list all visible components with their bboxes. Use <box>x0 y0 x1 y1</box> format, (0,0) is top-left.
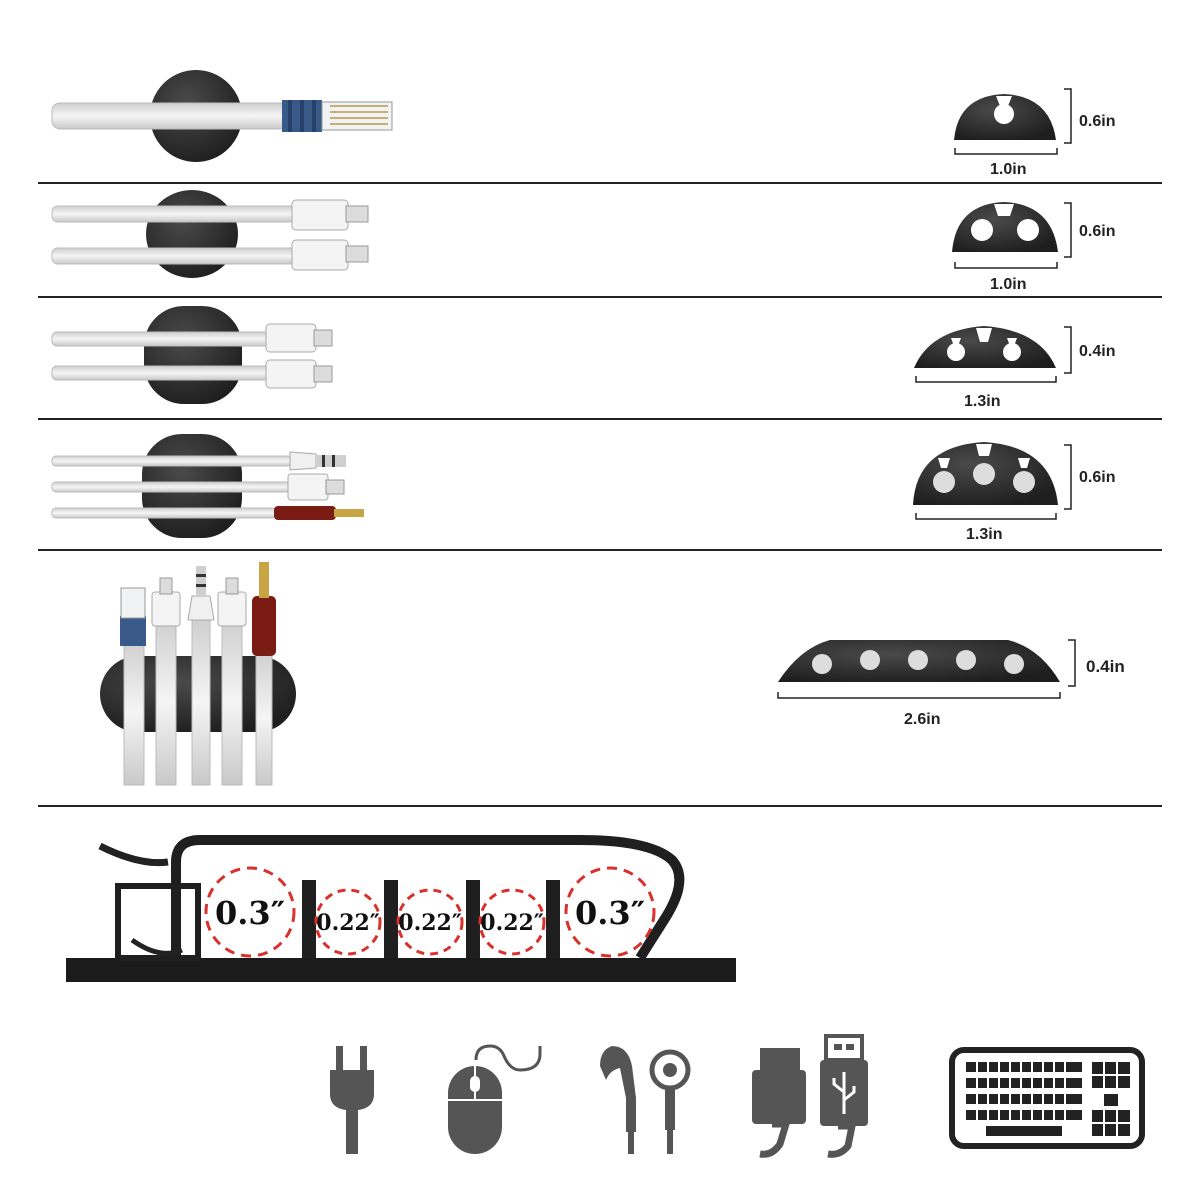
row-3-clip-photo <box>51 306 333 404</box>
row-2-height-label: 0.6in <box>1079 223 1115 240</box>
row-1-clip-diagram: 0.6in 1.0in <box>954 88 1115 178</box>
row-5-height-label: 0.4in <box>1086 657 1125 676</box>
row-3-width-label: 1.3in <box>964 393 1000 410</box>
earphone-icon <box>600 1046 691 1154</box>
row-3-clip-diagram: 0.4in 1.3in <box>914 326 1115 410</box>
row-5-width-label: 2.6in <box>904 711 940 728</box>
usb-icon <box>752 1034 868 1158</box>
row-2-clip-photo <box>51 190 369 278</box>
keyboard-icon <box>949 1047 1145 1149</box>
mouse-icon <box>448 1044 542 1154</box>
row-4-width-label: 1.3in <box>966 526 1002 543</box>
row-5-clip-diagram: 0.4in 2.6in <box>777 639 1125 728</box>
slot-3-size-label: 0.22″ <box>398 910 462 936</box>
slot-5-size-label: 0.3″ <box>575 894 645 932</box>
separator <box>38 418 1162 420</box>
slot-1-size-label: 0.3″ <box>215 894 285 932</box>
power-plug-icon <box>330 1046 374 1154</box>
separator <box>38 805 1162 807</box>
slot-2-size-label: 0.22″ <box>316 910 380 936</box>
row-3-height-label: 0.4in <box>1079 343 1115 360</box>
organizer-tray: 0.3″ 0.22″ 0.22″ 0.22″ 0.3″ <box>66 835 736 982</box>
row-4-clip-diagram: 0.6in 1.3in <box>913 442 1115 543</box>
row-4-clip-photo <box>51 434 364 538</box>
row-1-clip-photo <box>51 70 393 162</box>
row-2-width-label: 1.0in <box>990 276 1026 293</box>
row-4-height-label: 0.6in <box>1079 469 1115 486</box>
row-1-width-label: 1.0in <box>990 161 1026 178</box>
separator <box>38 296 1162 298</box>
row-1-height-label: 0.6in <box>1079 113 1115 130</box>
separator <box>38 182 1162 184</box>
row-2-clip-diagram: 0.6in 1.0in <box>952 202 1115 293</box>
row-5-clip-photo <box>100 562 296 786</box>
slot-4-size-label: 0.22″ <box>480 910 544 936</box>
separator <box>38 549 1162 551</box>
